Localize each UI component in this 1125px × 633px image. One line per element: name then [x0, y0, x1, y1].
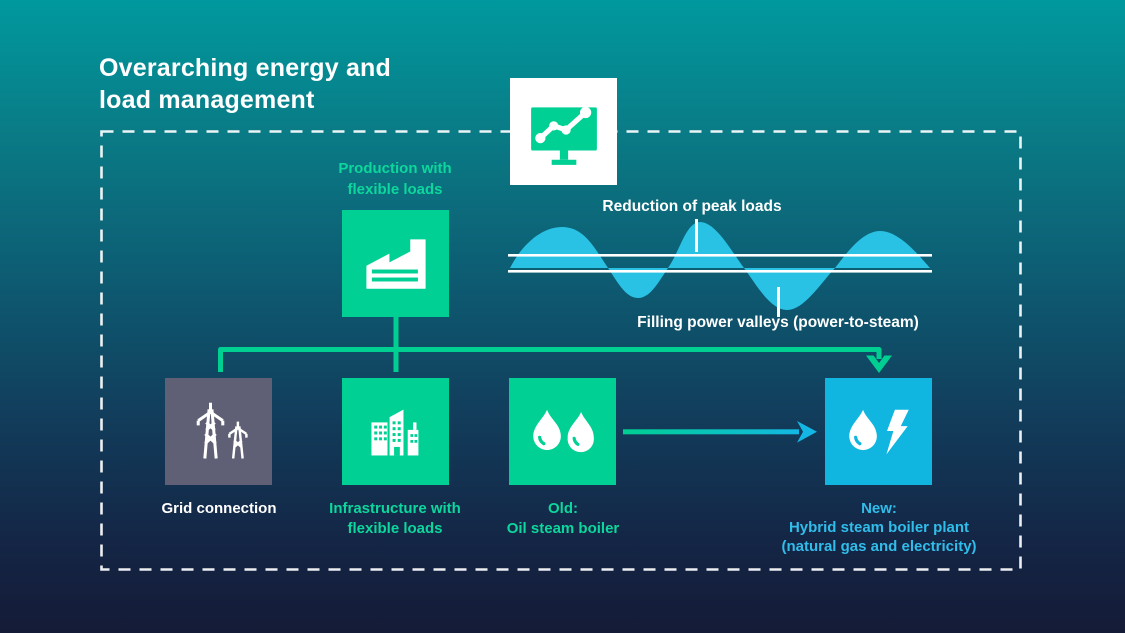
infrastructure-tile — [342, 378, 449, 485]
infrastructure-label: Infrastructure with flexible loads — [329, 500, 461, 537]
valley-label: Filling power valleys (power-to-steam) — [637, 314, 919, 331]
peak-tick — [695, 219, 698, 252]
new-boiler-tile — [825, 378, 932, 485]
bus-line — [218, 347, 882, 372]
production-label: Production with flexible loads — [338, 160, 452, 198]
grid-connection-tile — [165, 378, 272, 485]
valley-tick — [777, 287, 780, 317]
page-title: Overarching energy and load management — [99, 54, 391, 114]
monitoring-chart-icon — [530, 106, 597, 165]
load-wave-fill — [510, 222, 930, 310]
right-arrow-icon — [797, 421, 817, 443]
lower-band-line — [508, 270, 932, 273]
monitoring-tile — [510, 78, 617, 185]
factory-icon — [365, 239, 426, 289]
down-arrow-icon — [866, 355, 892, 373]
flame-droplet-icon — [532, 409, 594, 452]
flame-lightning-icon — [848, 409, 909, 454]
transmission-towers-icon — [196, 402, 248, 459]
upper-band-line — [508, 254, 932, 257]
distribution-connector-lines — [218, 315, 892, 373]
peak-label: Reduction of peak loads — [602, 198, 782, 215]
new-boiler-label: New: Hybrid steam boiler plant (natural … — [781, 500, 977, 555]
factory-tile — [342, 210, 449, 317]
load-wave-chart — [508, 222, 932, 310]
old-boiler-label: Old: Oil steam boiler — [506, 500, 620, 537]
dashed-boundary — [100, 130, 1022, 571]
old-boiler-tile — [509, 378, 616, 485]
grid-connection-label: Grid connection — [161, 500, 277, 517]
city-buildings-icon — [370, 409, 418, 455]
old-to-new-arrow — [623, 421, 817, 443]
